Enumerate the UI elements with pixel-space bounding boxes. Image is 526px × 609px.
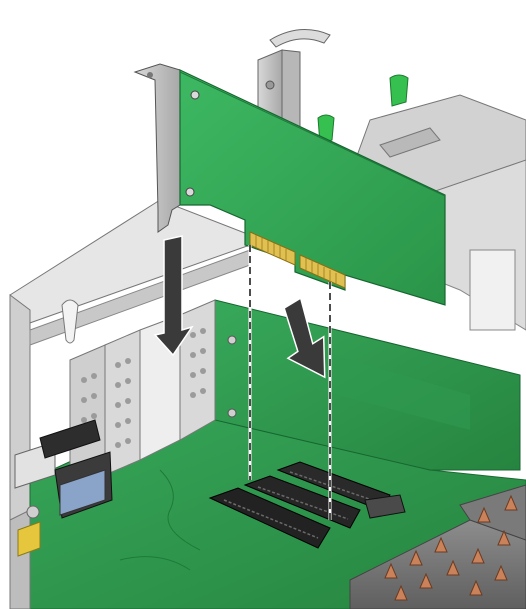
fan-vent (379, 127, 441, 158)
bracket-side (281, 49, 301, 131)
board-screw (26, 505, 40, 519)
card-mount-hole (190, 90, 200, 100)
pcie-slot-pins (257, 486, 349, 520)
heatsink-pins (384, 494, 518, 601)
bracket-hook (269, 29, 331, 48)
card-screw-hole (227, 335, 237, 345)
small-connector (364, 494, 406, 519)
board-trace (119, 556, 191, 571)
pcie-slot-body (276, 461, 391, 511)
card-pcb (179, 69, 446, 306)
bracket-screw-hole (147, 72, 153, 78)
pcie-card (133, 63, 446, 306)
card-screw-hole (227, 408, 237, 418)
pcie-slot (208, 487, 331, 549)
installed-card-shade (300, 345, 470, 430)
gold-fingers (299, 254, 346, 289)
alignment-guides (248, 245, 332, 520)
card-bracket (133, 63, 181, 233)
release-lever (389, 74, 409, 107)
cable-connectors (14, 419, 113, 519)
down-arrow-icon (153, 235, 194, 357)
pcie-slot-body (208, 487, 331, 549)
filler-panel (179, 299, 216, 441)
chassis-floor-edge (9, 509, 31, 609)
heatsinks (349, 484, 526, 609)
gold-fingers (249, 231, 296, 266)
board-label (17, 521, 41, 557)
down-arrow-icon (283, 296, 326, 379)
bracket-hole (265, 80, 275, 90)
pcie-slot (276, 461, 391, 511)
card-edge-highlight (179, 71, 446, 197)
installed-card (214, 299, 521, 471)
cable-plug (39, 419, 101, 459)
filler-panels (69, 299, 216, 491)
card-mount-hole (185, 187, 195, 197)
board-trace (159, 469, 201, 551)
vent-holes (81, 328, 206, 448)
finger-contacts (255, 235, 337, 285)
pcie-slot-pins (289, 471, 379, 503)
drive-bay-blank (469, 249, 516, 331)
install-arrows (153, 235, 326, 379)
pcie-slot-pins (223, 499, 319, 539)
latch-hook (61, 299, 79, 344)
cable-strap (59, 469, 106, 516)
heatsink-body (349, 519, 526, 609)
